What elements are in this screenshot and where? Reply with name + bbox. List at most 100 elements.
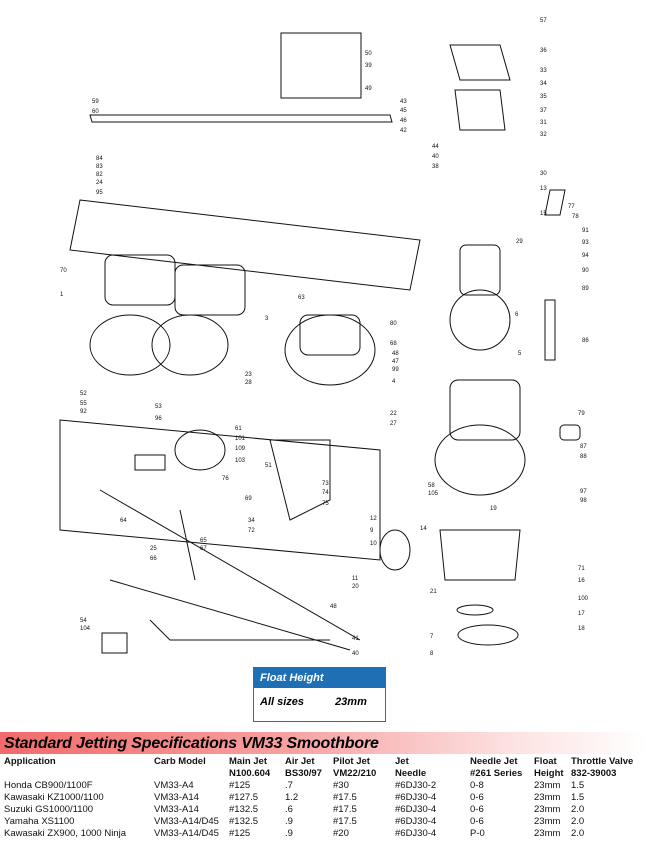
part-callout: 41 <box>352 636 359 642</box>
table-cell: #6DJ30-4 <box>395 804 437 815</box>
table-cell: #125 <box>229 828 251 839</box>
part-callout: 17 <box>578 611 585 617</box>
table-cell: 23mm <box>534 804 561 815</box>
header-line-1: Jet <box>395 756 409 767</box>
gasket-plate <box>69 199 421 291</box>
part-callout: 15 <box>540 211 547 217</box>
part-callout: 82 <box>96 172 103 178</box>
header-line-2: N100.604 <box>229 768 271 779</box>
part-callout: 35 <box>540 94 547 100</box>
part-callout: 104 <box>80 626 91 632</box>
table-cell: VM33-A4 <box>154 780 194 791</box>
part-callout: 88 <box>580 454 587 460</box>
table-cell: 0-6 <box>470 816 484 827</box>
part-callout: 5 <box>518 351 522 357</box>
table-cell: VM33-A14/D45 <box>154 828 219 839</box>
diaphragm <box>459 244 501 296</box>
table-cell: #17.5 <box>333 792 357 803</box>
part-callout: 93 <box>582 240 589 246</box>
part-callout: 1 <box>60 292 64 298</box>
part-callout: 53 <box>155 404 162 410</box>
part-callout: 40 <box>352 651 359 657</box>
part-callout: 58 <box>428 483 435 489</box>
part-callout: 101 <box>235 436 246 442</box>
table-cell: Yamaha XS1100 <box>4 816 75 827</box>
fuel-rail <box>89 114 393 123</box>
part-callout: 67 <box>200 546 207 552</box>
part-callout: 96 <box>155 416 162 422</box>
part-callout: 63 <box>298 295 305 301</box>
table-cell: 2.0 <box>571 828 585 839</box>
part-callout: 99 <box>392 367 399 373</box>
part-callout: 83 <box>96 164 103 170</box>
part-callout: 33 <box>540 68 547 74</box>
part-callout: 103 <box>235 458 246 464</box>
part-callout: 4 <box>392 379 396 385</box>
header-line-1: Throttle Valve <box>571 756 634 767</box>
header-line-1: Air Jet <box>285 756 315 767</box>
part-callout: 87 <box>580 444 587 450</box>
part-callout: 43 <box>400 99 407 105</box>
part-callout: 51 <box>265 463 272 469</box>
part-callout: 23 <box>245 372 252 378</box>
part-callout: 50 <box>365 51 372 57</box>
table-cell: #132.5 <box>229 804 259 815</box>
table-cell: VM33-A14 <box>154 792 199 803</box>
table-cell: 1.5 <box>571 780 585 791</box>
table-cell: Kawasaki KZ1000/1100 <box>4 792 104 803</box>
part-callout: 64 <box>120 518 127 524</box>
header-line-2: VM22/210 <box>333 768 377 779</box>
part-callout: 9 <box>370 528 374 534</box>
part-callout: 44 <box>432 144 439 150</box>
part-callout: 79 <box>578 411 585 417</box>
part-callout: 28 <box>245 380 252 386</box>
float-bowl <box>439 529 521 581</box>
part-callout: 46 <box>400 118 407 124</box>
table-cell: #20 <box>333 828 349 839</box>
header-line-1: Pilot Jet <box>333 756 370 767</box>
table-cell: .9 <box>285 816 293 827</box>
header-line-1: Carb Model <box>154 756 206 767</box>
header-line-2: Needle <box>395 768 427 779</box>
header-line-1: Needle Jet <box>470 756 518 767</box>
part-callout: 73 <box>322 481 329 487</box>
column-header: Carb Model <box>154 756 229 780</box>
part-callout: 20 <box>352 584 359 590</box>
part-callout: 65 <box>200 538 207 544</box>
header-line-2: 832-39003 <box>571 768 617 779</box>
part-callout: 39 <box>365 63 372 69</box>
header-line-1: Application <box>4 756 56 767</box>
part-callout: 54 <box>80 618 87 624</box>
table-cell: .7 <box>285 780 293 791</box>
table-cell: 23mm <box>534 828 561 839</box>
inset-box <box>280 32 362 99</box>
table-cell: Suzuki GS1000/1100 <box>4 804 94 815</box>
part-callout: 14 <box>420 526 427 532</box>
table-cell: 23mm <box>534 816 561 827</box>
part-callout: 89 <box>582 286 589 292</box>
part-callout: 77 <box>568 204 575 210</box>
part-callout: 10 <box>370 541 377 547</box>
part-callout: 60 <box>92 109 99 115</box>
part-callout: 29 <box>516 239 523 245</box>
part-callout: 52 <box>80 391 87 397</box>
part-callout: 72 <box>248 528 255 534</box>
table-cell: #125 <box>229 780 251 791</box>
header-line-1: Main Jet <box>229 756 268 767</box>
part-callout: 22 <box>390 411 397 417</box>
table-cell: #6DJ30-2 <box>395 780 437 791</box>
part-callout: 84 <box>96 156 103 162</box>
carburetor-exploded-diagram: 5736333435373132503949434546424440383013… <box>59 18 589 657</box>
table-cell: 1.5 <box>571 792 585 803</box>
part-callout: 90 <box>582 268 589 274</box>
float-height-box: Float Height All sizes 23mm <box>253 667 386 722</box>
table-cell: Kawasaki ZX900, 1000 Ninja <box>4 828 126 839</box>
spec-title-bar: Standard Jetting Specifications VM33 Smo… <box>0 732 647 754</box>
table-cell: 2.0 <box>571 816 585 827</box>
